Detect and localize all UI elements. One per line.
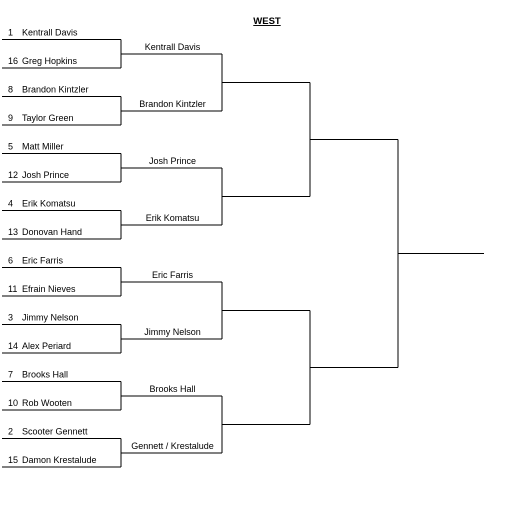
advancing-team-name: Josh Prince xyxy=(149,156,196,166)
seed-number: 1 xyxy=(8,28,13,38)
team-name: Taylor Green xyxy=(22,113,74,123)
team-name: Josh Prince xyxy=(22,170,69,180)
seed-number: 8 xyxy=(8,85,13,95)
seed-number: 9 xyxy=(8,113,13,123)
team-name: Erik Komatsu xyxy=(22,199,76,209)
advancing-team-name: Jimmy Nelson xyxy=(144,327,201,337)
team-name: Brooks Hall xyxy=(22,370,68,380)
bracket-lines xyxy=(2,39,484,468)
seed-number: 5 xyxy=(8,142,13,152)
seed-number: 4 xyxy=(8,199,13,209)
team-name: Rob Wooten xyxy=(22,398,72,408)
seed-number: 2 xyxy=(8,427,13,437)
seed-number: 13 xyxy=(8,227,18,237)
seed-number: 6 xyxy=(8,256,13,266)
team-name: Greg Hopkins xyxy=(22,56,78,66)
advancing-team-name: Brooks Hall xyxy=(149,384,195,394)
seed-number: 14 xyxy=(8,341,18,351)
team-name: Alex Periard xyxy=(22,341,71,351)
seed-number: 7 xyxy=(8,370,13,380)
advancing-team-name: Brandon Kintzler xyxy=(139,99,206,109)
advancing-team-name: Kentrall Davis xyxy=(145,42,201,52)
seed-number: 15 xyxy=(8,455,18,465)
advancing-team-name: Eric Farris xyxy=(152,270,193,280)
team-name: Eric Farris xyxy=(22,256,63,266)
advancing-team-name: Erik Komatsu xyxy=(146,213,200,223)
team-name: Efrain Nieves xyxy=(22,284,76,294)
advancing-team-name: Gennett / Krestalude xyxy=(131,441,214,451)
team-name: Jimmy Nelson xyxy=(22,313,79,323)
seed-number: 11 xyxy=(8,284,17,294)
team-name: Brandon Kintzler xyxy=(22,85,89,95)
seed-number: 10 xyxy=(8,398,18,408)
team-name: Matt Miller xyxy=(22,142,64,152)
team-name: Donovan Hand xyxy=(22,227,82,237)
seed-number: 12 xyxy=(8,170,18,180)
seed-number: 3 xyxy=(8,313,13,323)
team-name: Scooter Gennett xyxy=(22,427,88,437)
seed-number: 16 xyxy=(8,56,18,66)
region-title: WEST xyxy=(253,16,281,27)
team-name: Damon Krestalude xyxy=(22,455,97,465)
team-name: Kentrall Davis xyxy=(22,28,78,38)
